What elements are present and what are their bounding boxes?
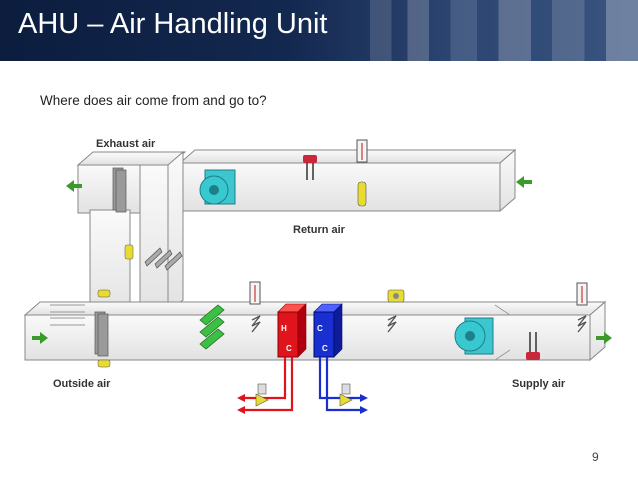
cooling-valve-icon: [339, 383, 353, 407]
temperature-probe-icon: [357, 181, 367, 207]
pressure-sensor-icon: [526, 332, 540, 360]
heating-coil-label-top: H: [281, 324, 287, 333]
exhaust-damper: [112, 167, 127, 213]
supply-fan-icon: [454, 317, 494, 355]
supply-transition: [494, 304, 511, 361]
humidifier-icon: [387, 289, 405, 303]
recirculation-damper: [144, 247, 183, 271]
cooling-coil: C C: [313, 303, 343, 358]
flow-arrow-left-icon: [516, 176, 532, 188]
flow-arrow-right-icon: [596, 332, 612, 344]
cooling-coil-label-bottom: C: [322, 344, 328, 353]
humidity-sensor-icon: [303, 155, 317, 180]
title-banner: AHU – Air Handling Unit: [0, 0, 638, 61]
slide-title: AHU – Air Handling Unit: [18, 8, 328, 40]
arrow-right-icon: [360, 406, 368, 414]
flow-arrow-left-icon: [66, 180, 82, 192]
heating-valve-icon: [255, 383, 269, 407]
damper-actuator-icon: [124, 244, 134, 260]
supply-duct: [23, 300, 607, 362]
supply-air-label: Supply air: [512, 378, 566, 390]
temperature-sensor-icon: [387, 315, 397, 333]
arrow-left-icon: [237, 394, 245, 402]
exhaust-air-label: Exhaust air: [96, 138, 156, 150]
flow-arrow-right-icon: [32, 332, 48, 344]
thermometer-icon: [249, 281, 261, 305]
thermometer-icon: [356, 139, 368, 163]
temperature-sensor-icon: [577, 315, 587, 333]
filter-icon: [199, 304, 225, 350]
heating-coil-label-bottom: C: [286, 344, 292, 353]
outside-air-damper: [94, 311, 109, 357]
slide-question: Where does air come from and go to?: [40, 93, 267, 108]
outside-air-label: Outside air: [53, 378, 111, 390]
damper-actuator-icon: [97, 289, 111, 298]
return-fan-icon: [199, 169, 236, 205]
return-air-label: Return air: [293, 224, 345, 236]
cooling-coil-label-top: C: [317, 324, 323, 333]
thermometer-icon: [576, 282, 588, 306]
page-number: 9: [592, 450, 599, 464]
arrow-left-icon: [237, 406, 245, 414]
damper-actuator-icon: [97, 359, 111, 368]
temperature-sensor-icon: [251, 315, 261, 333]
heating-coil: H C: [277, 303, 307, 358]
banner-photo-strip: [370, 0, 638, 61]
inlet-louver: [50, 304, 85, 326]
heating-piping: [245, 357, 294, 412]
arrow-right-icon: [360, 394, 368, 402]
